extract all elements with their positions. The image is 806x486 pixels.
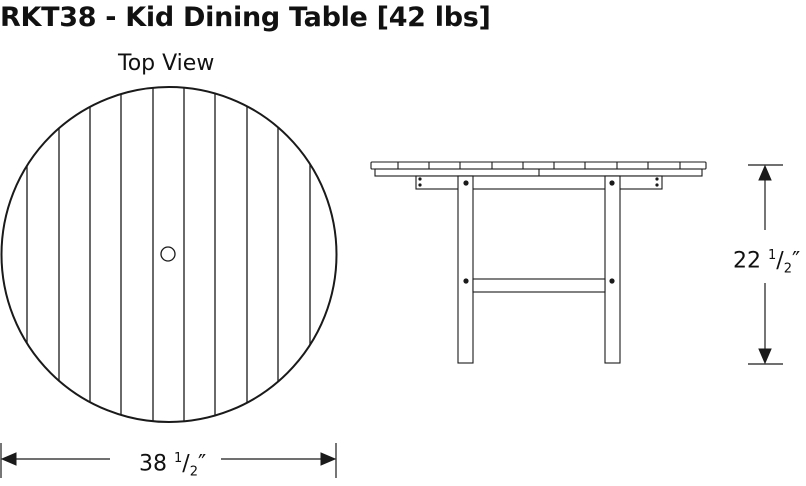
width-dimension	[0, 443, 337, 478]
width-unit: ″	[197, 451, 207, 477]
arrow-left-icon	[0, 452, 17, 466]
height-fraction-denominator: 2	[783, 261, 792, 277]
tabletop-outline	[0, 86, 338, 423]
arrow-down-icon	[758, 348, 772, 365]
arrow-up-icon	[758, 164, 772, 181]
width-dimension-label: 38 1/2″	[139, 446, 207, 486]
height-fraction-numerator: 1	[768, 248, 777, 263]
height-whole: 22	[733, 248, 761, 274]
height-dimension	[748, 164, 783, 365]
umbrella-hole	[160, 246, 176, 262]
height-unit: ″	[791, 248, 801, 274]
side-view-drawing	[370, 161, 707, 364]
width-whole: 38	[139, 451, 167, 477]
top-view-drawing	[0, 86, 338, 423]
width-fraction-denominator: 2	[189, 464, 198, 480]
width-fraction-numerator: 1	[174, 451, 183, 466]
page-title: RKT38 - Kid Dining Table [42 lbs]	[0, 2, 491, 33]
bolts	[418, 177, 659, 284]
top-view-label: Top View	[118, 51, 215, 76]
tabletop-slats	[26, 87, 311, 422]
height-dimension-label: 22 1/2″	[733, 243, 801, 283]
arrow-right-icon	[320, 452, 337, 466]
